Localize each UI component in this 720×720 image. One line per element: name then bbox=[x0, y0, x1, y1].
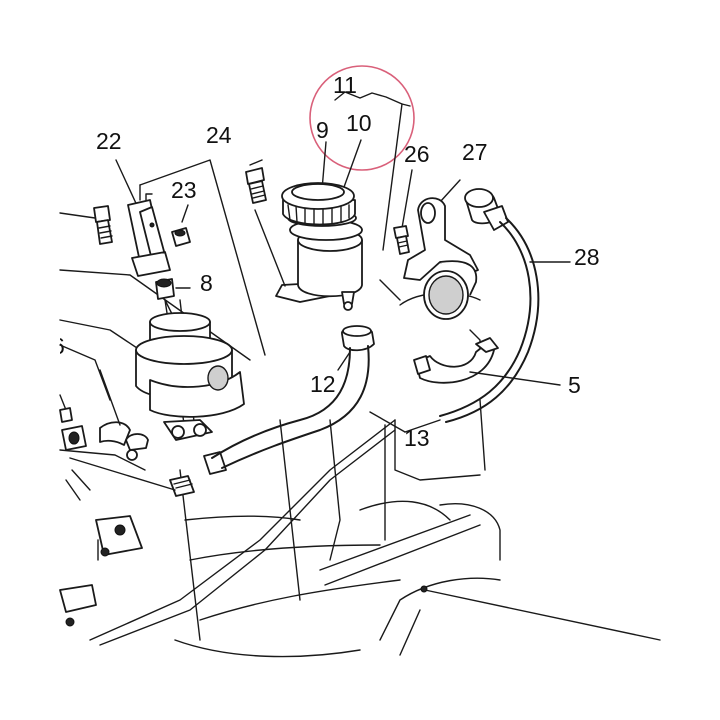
callout-10: 10 bbox=[346, 110, 372, 136]
callout-27: 27 bbox=[462, 139, 488, 165]
highlight-circle bbox=[309, 65, 415, 171]
lower-left-bracket bbox=[59, 469, 143, 627]
switch-bracket-22 bbox=[115, 159, 171, 277]
switch-body bbox=[135, 299, 245, 441]
callout-22: 22 bbox=[96, 128, 122, 154]
bolt-24 bbox=[245, 159, 267, 204]
callout-28: 28 bbox=[574, 244, 600, 270]
callout-24: 24 bbox=[206, 122, 232, 148]
callout-6-partial: 6 bbox=[52, 333, 65, 359]
hose-13 bbox=[89, 345, 441, 646]
reservoir-assembly bbox=[254, 91, 411, 311]
screw-23 bbox=[171, 204, 191, 247]
hose-fitting bbox=[69, 451, 227, 497]
callout-8: 8 bbox=[200, 270, 213, 296]
callout-23: 23 bbox=[171, 177, 197, 203]
callout-26: 26 bbox=[404, 141, 430, 167]
screw-26 bbox=[393, 169, 413, 255]
clamp-12 bbox=[337, 325, 375, 371]
bracket-27 bbox=[403, 179, 479, 320]
cable-28 bbox=[439, 188, 571, 423]
screw-left bbox=[59, 205, 113, 245]
callout-12: 12 bbox=[310, 371, 336, 397]
pin-8 bbox=[155, 278, 191, 300]
callout-11: 11 bbox=[333, 72, 357, 98]
callout-13: 13 bbox=[404, 425, 430, 451]
callout-9: 9 bbox=[316, 117, 329, 143]
callout-5: 5 bbox=[568, 372, 581, 398]
engine-block-outline bbox=[59, 159, 501, 658]
long-rod bbox=[420, 585, 661, 641]
callout-labels: 11 9 10 22 24 23 26 27 28 8 12 5 13 6 bbox=[52, 72, 600, 451]
clamp-5 bbox=[413, 337, 561, 386]
left-clips bbox=[59, 369, 149, 461]
